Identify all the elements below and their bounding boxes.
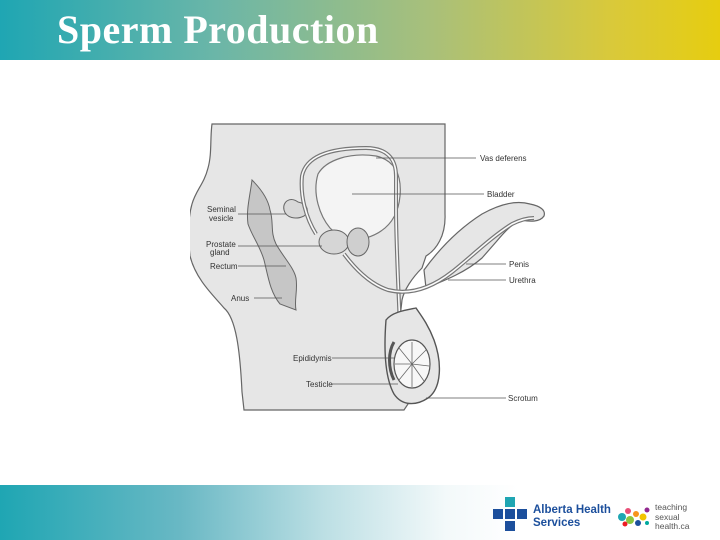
footer-bar (0, 485, 720, 540)
label-prostate-2: gland (210, 248, 230, 257)
label-testicle: Testicle (306, 380, 333, 389)
ahs-wordmark: Alberta Health Services (533, 504, 611, 530)
label-rectum: Rectum (210, 262, 238, 271)
ahs-line2: Services (533, 517, 581, 529)
label-anus: Anus (231, 294, 249, 303)
label-seminal-vesicle-1: Seminal (207, 205, 236, 214)
teaching-sexual-health-dots-icon (618, 507, 650, 527)
testicle-lobules (395, 342, 430, 387)
slide-title: Sperm Production (57, 7, 379, 52)
leader-lines (238, 157, 506, 399)
label-penis: Penis (509, 260, 529, 269)
ahs-cross-icon (493, 497, 527, 531)
label-epididymis: Epididymis (293, 354, 332, 363)
tsh-wordmark: teaching sexual health.ca (655, 502, 690, 532)
epididymis-shape (388, 341, 396, 381)
label-vas-deferens: Vas deferens (480, 154, 527, 163)
label-bladder: Bladder (487, 190, 515, 199)
label-scrotum: Scrotum (508, 394, 538, 403)
tsh-line2: sexual (655, 511, 680, 522)
tsh-line3: health.ca (655, 521, 690, 531)
label-urethra: Urethra (509, 276, 536, 285)
male-reproductive-diagram: Vas deferens Bladder Seminal vesicle Pro… (190, 123, 545, 411)
label-seminal-vesicle-2: vesicle (209, 214, 234, 223)
prostate-shape (318, 229, 350, 255)
label-prostate-1: Prostate (206, 240, 236, 249)
tsh-line1: teaching (655, 502, 688, 512)
prostate-inner (346, 227, 370, 257)
ahs-line1: Alberta Health (533, 504, 611, 516)
bladder-shape (315, 154, 401, 240)
title-bar: Sperm Production (0, 0, 720, 60)
